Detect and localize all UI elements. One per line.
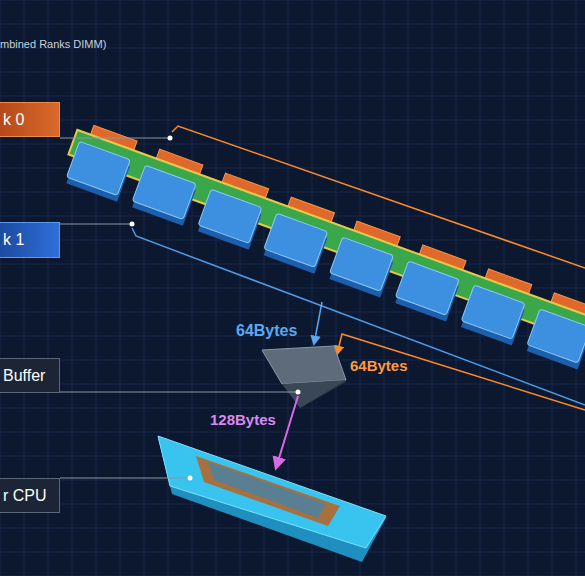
- leader-dot: [296, 390, 301, 395]
- rank-bracket: [132, 228, 585, 405]
- label-box: r CPU: [0, 478, 60, 513]
- cpu-die: [208, 462, 326, 518]
- leader-line: [60, 138, 168, 139]
- grid-line: [0, 432, 585, 433]
- rank1-chip: [395, 261, 459, 315]
- label-text: k 1: [0, 231, 24, 249]
- leader-line: [60, 392, 296, 393]
- leader-line: [60, 224, 130, 225]
- leader-dot: [188, 476, 193, 481]
- rank1-chip: [67, 141, 131, 195]
- label-text: r CPU: [0, 487, 47, 505]
- buffer-chip-side: [282, 380, 346, 408]
- data-arrow: [337, 334, 585, 410]
- grid-line: [0, 480, 585, 481]
- data-arrow: [314, 302, 322, 344]
- rank1-chip: [330, 237, 394, 291]
- label-text: Buffer: [0, 367, 45, 385]
- grid-line: [0, 0, 585, 1]
- buffer-chip: [262, 346, 346, 384]
- label-box: k 1: [0, 222, 60, 258]
- data-size: 64Bytes: [350, 357, 408, 374]
- rank1-chip: [132, 165, 196, 219]
- grid-line: [0, 24, 585, 25]
- dimm-pcb: [68, 130, 585, 353]
- figure-title: mbined Ranks DIMM): [0, 38, 106, 50]
- rank1-chip: [527, 309, 585, 363]
- leader-dot: [130, 222, 135, 227]
- cpu-heatspreader-frame: [196, 456, 340, 526]
- grid-line: [0, 72, 585, 73]
- rank1-chip: [264, 213, 328, 267]
- grid-line: [0, 552, 585, 553]
- rank1-chip: [198, 189, 262, 243]
- leader-dot: [168, 136, 173, 141]
- label-box: k 0: [0, 102, 60, 137]
- data-size: 128Bytes: [210, 411, 276, 428]
- grid-line: [0, 120, 585, 121]
- grid-line: [0, 408, 585, 409]
- grid-line: [0, 96, 585, 97]
- cpu-package: [158, 436, 386, 548]
- label-text: k 0: [0, 111, 24, 129]
- grid-line: [0, 192, 585, 193]
- leader-line: [60, 478, 188, 479]
- dimm-module: [59, 120, 585, 379]
- label-box: Buffer: [0, 358, 60, 393]
- data-arrow: [276, 396, 298, 468]
- rank1-chip: [461, 285, 525, 339]
- data-size: 64Bytes: [236, 322, 297, 340]
- grid-line: [0, 456, 585, 457]
